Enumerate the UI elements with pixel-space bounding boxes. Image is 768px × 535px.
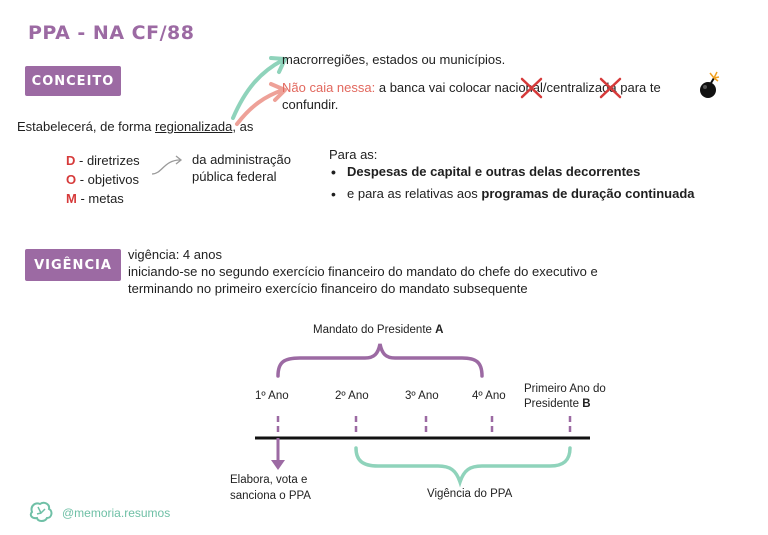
para-as-label: Para as: [329, 147, 378, 162]
warning-text: a banca vai colocar nacional/centralizad… [378, 80, 661, 95]
cross-icon-nacional [520, 77, 543, 99]
warning-label: Não caia nessa: [282, 80, 376, 95]
regions-line: macrorregiões, estados ou municípios. [282, 52, 506, 67]
dom-rest: - diretrizes [75, 153, 140, 168]
primeiro-line2-prefix: Presidente [524, 398, 583, 410]
vigencia-ppa-label: Vigência do PPA [427, 488, 513, 500]
para-as-list: Despesas de capital e outras delas decor… [329, 161, 695, 205]
bullet-despesas: Despesas de capital e outras delas decor… [329, 161, 695, 183]
primeiro-line-1: Primeiro Ano do [524, 383, 606, 395]
primeiro-line-2: Presidente B [524, 397, 606, 412]
main-prefix: Estabelecerá, de forma [17, 119, 156, 134]
bullet2-bold: programas de duração continuada [481, 186, 695, 201]
dom-item-d: D - diretrizes [66, 151, 140, 170]
page-title: PPA - NA CF/88 [28, 22, 195, 44]
warning-text-2: confundir. [282, 97, 339, 112]
elabora-line-1: Elabora, vota e [230, 474, 308, 486]
year-2-label: 2º Ano [335, 390, 369, 402]
dom-rest: - objetivos [76, 172, 139, 187]
elabora-line-2: sanciona o PPA [230, 490, 311, 502]
cross-icon-centralizada [599, 77, 622, 99]
vigencia-brace [354, 446, 572, 488]
admin-line-2: pública federal [192, 169, 277, 184]
dom-list: D - diretrizes O - objetivos M - metas [66, 151, 140, 208]
dom-letter: M [66, 191, 77, 206]
mandato-brace [276, 343, 484, 378]
dom-rest: - metas [76, 191, 124, 206]
conceito-tag: CONCEITO [25, 66, 121, 96]
vigencia-line-2: iniciando-se no segundo exercício financ… [128, 264, 598, 279]
year-3-label: 3º Ano [405, 390, 439, 402]
bracket-arrow-icon [151, 155, 183, 175]
timeline-graphic [255, 343, 590, 488]
bullet-programas: e para as relativas aos programas de dur… [329, 183, 695, 205]
primeiro-line2-letter: B [582, 398, 591, 410]
main-sentence: Estabelecerá, de forma regionalizada, as [17, 118, 253, 135]
main-underlined: regionalizada [155, 119, 233, 134]
warning-line: Não caia nessa: a banca vai colocar naci… [282, 79, 661, 96]
dom-item-m: M - metas [66, 189, 140, 208]
vigencia-line-1: vigência: 4 anos [128, 247, 222, 262]
brain-logo-icon [29, 501, 53, 522]
dom-letter: O [66, 172, 77, 187]
primeiro-ano-label: Primeiro Ano do Presidente B [524, 382, 606, 412]
arrows-graphic [231, 56, 287, 126]
mandato-label: Mandato do Presidente A [313, 324, 443, 336]
dom-letter: D [66, 153, 76, 168]
bomb-icon [700, 71, 720, 98]
brand-handle: @memoria.resumos [62, 506, 171, 520]
main-suffix: , as [232, 119, 254, 134]
admin-text: da administração pública federal [192, 151, 291, 185]
mandato-prefix: Mandato do Presidente [313, 324, 436, 336]
vigencia-line-3: terminando no primeiro exercício finance… [128, 281, 528, 296]
admin-line-1: da administração [192, 152, 291, 167]
year-4-label: 4º Ano [472, 390, 506, 402]
bullet2-prefix: e para as relativas aos [347, 186, 482, 201]
dom-item-o: O - objetivos [66, 170, 140, 189]
mandato-letter: A [435, 324, 444, 336]
vigencia-tag: VIGÊNCIA [25, 249, 121, 281]
vigencia-text: vigência: 4 anos iniciando-se no segundo… [128, 246, 598, 297]
year-1-label: 1º Ano [255, 390, 289, 402]
elabora-label: Elabora, vota e sanciona o PPA [230, 472, 311, 504]
